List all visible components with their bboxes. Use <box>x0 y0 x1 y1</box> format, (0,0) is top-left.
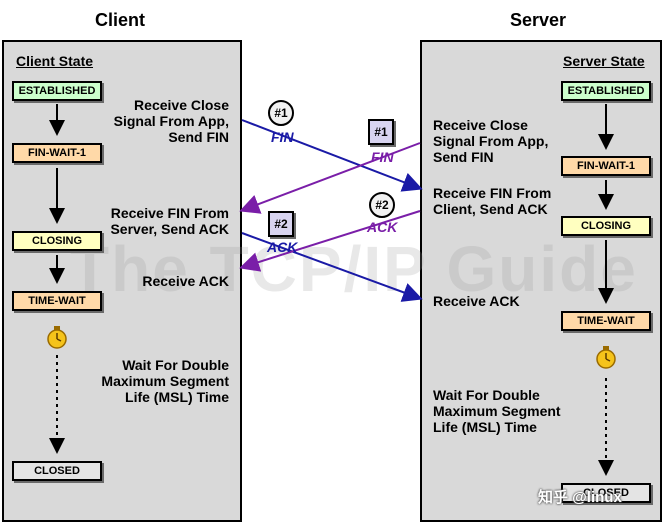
server-ack-label: ACK <box>367 219 398 235</box>
server-timer-icon <box>596 346 616 369</box>
client-fin-arrow <box>241 119 423 192</box>
server-fin-arrow <box>239 142 421 214</box>
client-ack-badge: #2 <box>268 211 294 237</box>
server-state-fin-wait-1: FIN-WAIT-1 <box>561 156 651 176</box>
server-panel <box>420 40 662 522</box>
server-fin-label: FIN <box>371 149 394 165</box>
client-panel <box>2 40 242 522</box>
server-fin-badge: #1 <box>368 119 394 145</box>
server-state-established: ESTABLISHED <box>561 81 651 101</box>
client-note-close-signal: Receive Close Signal From App, Send FIN <box>113 97 229 145</box>
client-fin-label: FIN <box>271 129 294 145</box>
server-note-close-signal: Receive Close Signal From App, Send FIN <box>433 117 549 165</box>
watermark: The TCP/IP Guide <box>70 233 638 305</box>
client-note-receive-ack: Receive ACK <box>142 273 229 289</box>
server-note-receive-ack: Receive ACK <box>433 293 520 309</box>
server-state-closing: CLOSING <box>561 216 651 236</box>
client-title: Client <box>95 10 146 30</box>
server-title: Server <box>510 10 567 30</box>
server-ack-arrow <box>239 210 421 272</box>
credit-watermark: 知乎 @linux <box>538 489 622 506</box>
client-ack-label: ACK <box>267 239 298 255</box>
server-note-fin-from-client: Receive FIN From Client, Send ACK <box>433 185 552 217</box>
client-state-established: ESTABLISHED <box>12 81 102 101</box>
client-fin-badge: #1 <box>268 100 294 126</box>
client-note-wait: Wait For Double Maximum Segment Life (MS… <box>101 357 229 405</box>
client-timer-icon <box>47 326 67 349</box>
client-state-fin-wait-1: FIN-WAIT-1 <box>12 143 102 163</box>
server-state-title: Server State <box>563 53 645 69</box>
client-ack-arrow <box>241 232 423 302</box>
client-state-time-wait: TIME-WAIT <box>12 291 102 311</box>
client-state-closing: CLOSING <box>12 231 102 251</box>
server-ack-badge: #2 <box>369 192 395 218</box>
client-note-fin-from-server: Receive FIN From Server, Send ACK <box>110 205 229 237</box>
server-state-closed: CLOSED <box>561 483 651 503</box>
server-state-time-wait: TIME-WAIT <box>561 311 651 331</box>
server-note-wait: Wait For Double Maximum Segment Life (MS… <box>433 387 561 435</box>
client-state-title: Client State <box>16 53 94 69</box>
client-state-closed: CLOSED <box>12 461 102 481</box>
